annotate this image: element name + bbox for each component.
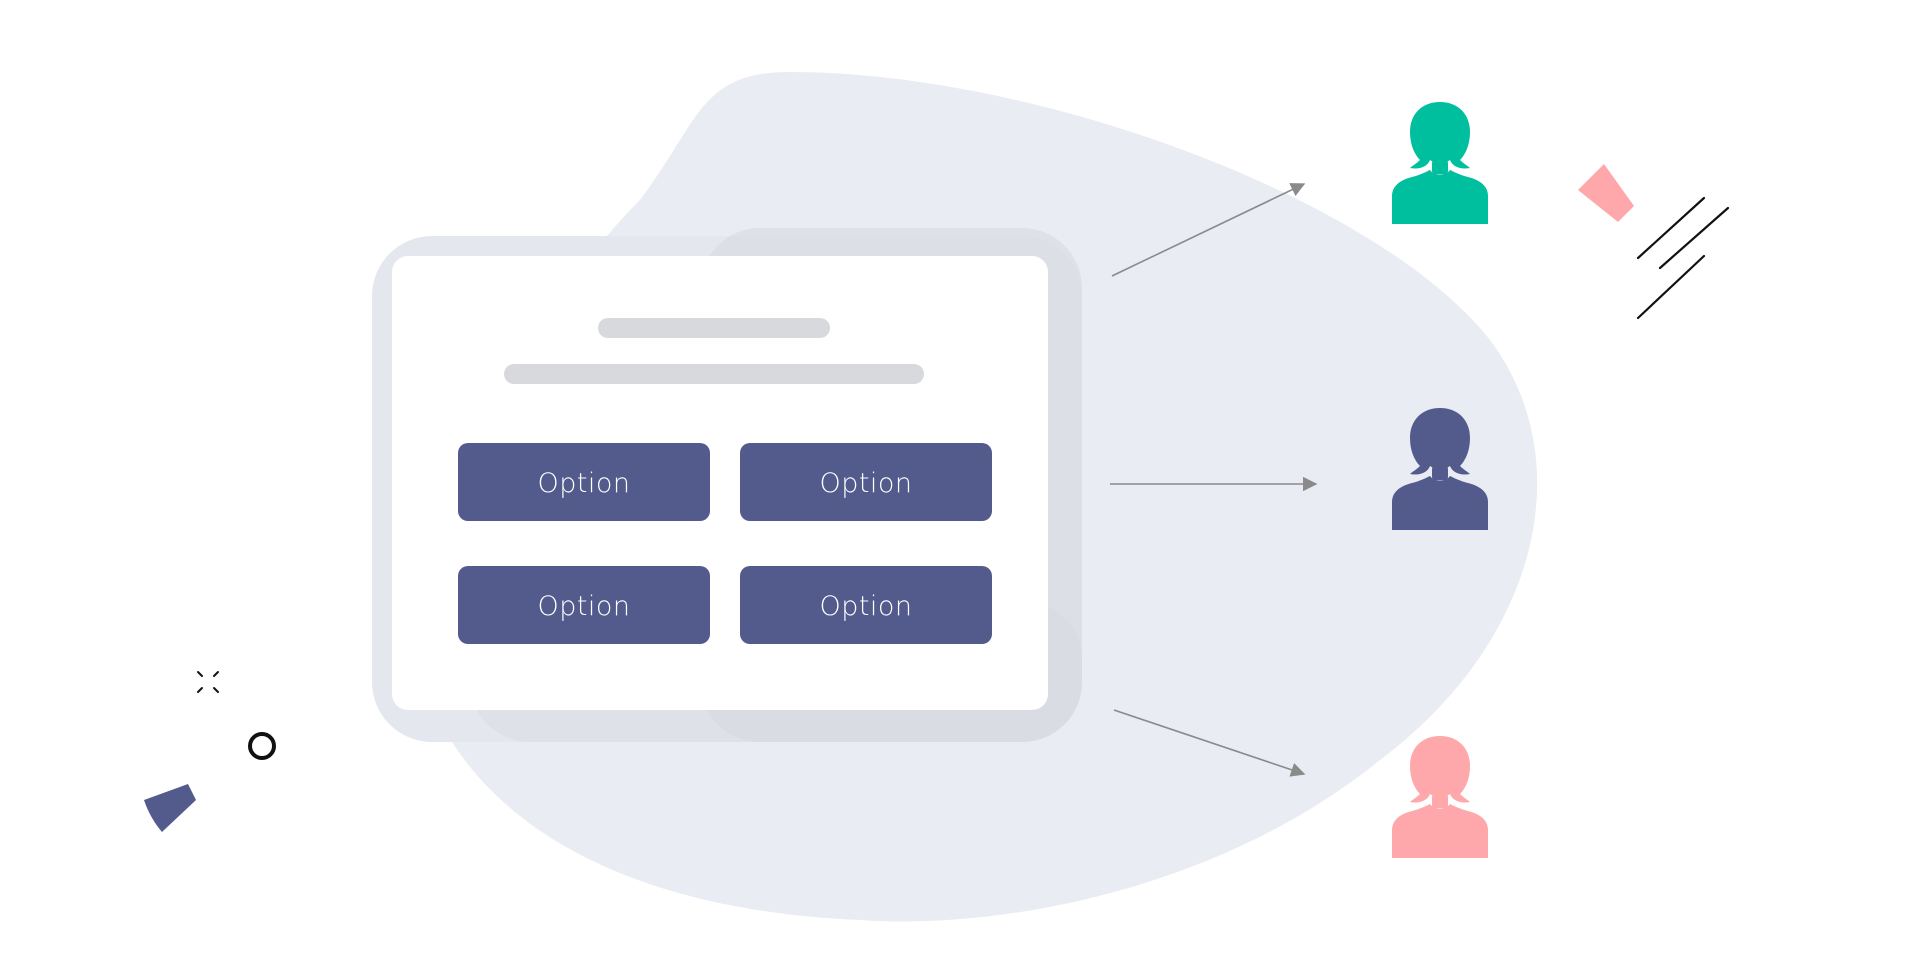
sparkle-decoration — [197, 671, 219, 693]
navy-confetti-shape — [144, 784, 196, 832]
option-button-label: Option — [819, 468, 912, 499]
pink-confetti-shape — [1578, 164, 1634, 222]
person-teal-icon — [1392, 102, 1488, 224]
option-button-3[interactable]: Option — [458, 566, 710, 644]
subtitle-placeholder-bar — [504, 364, 924, 384]
option-button-label: Option — [537, 591, 630, 622]
option-button-2[interactable]: Option — [740, 443, 992, 521]
title-placeholder-bar — [598, 318, 830, 338]
slash-lines-decoration — [1636, 196, 1730, 320]
option-button-label: Option — [819, 591, 912, 622]
ring-decoration — [248, 732, 276, 760]
arrow-to-bottom-person — [1113, 709, 1306, 777]
option-button-4[interactable]: Option — [740, 566, 992, 644]
option-button-label: Option — [537, 468, 630, 499]
arrow-to-top-person — [1111, 183, 1306, 277]
person-pink-icon — [1392, 736, 1488, 858]
option-button-1[interactable]: Option — [458, 443, 710, 521]
